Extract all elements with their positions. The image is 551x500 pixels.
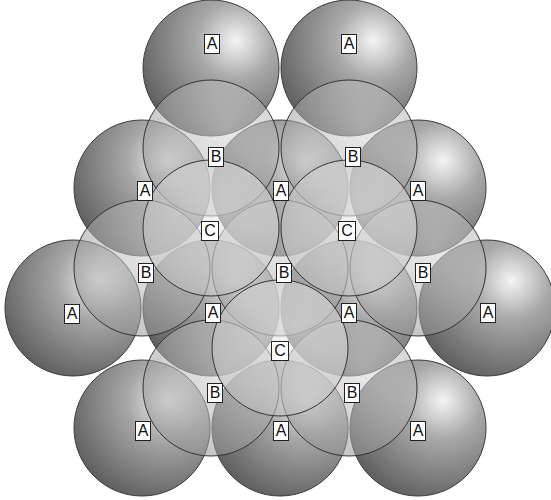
layer-label: A bbox=[273, 421, 290, 441]
layer-label: A bbox=[410, 181, 427, 201]
layer-a bbox=[5, 0, 551, 496]
layer-label: B bbox=[344, 383, 361, 403]
layer-b bbox=[74, 80, 486, 456]
layer-label: B bbox=[276, 263, 293, 283]
layer-label: B bbox=[345, 147, 362, 167]
layer-label: B bbox=[208, 147, 225, 167]
layer-label: A bbox=[64, 304, 81, 324]
layer-label: C bbox=[201, 221, 219, 241]
layer-label: A bbox=[480, 303, 497, 323]
layer-c bbox=[143, 160, 417, 416]
layer-label: A bbox=[135, 421, 152, 441]
layer-label: A bbox=[204, 34, 221, 54]
layer-label: A bbox=[137, 181, 154, 201]
layer-label: A bbox=[410, 421, 427, 441]
layer-label: B bbox=[207, 383, 224, 403]
layer-label: C bbox=[271, 341, 289, 361]
layer-label: A bbox=[341, 34, 358, 54]
layer-label: A bbox=[205, 303, 222, 323]
layer-label: B bbox=[138, 263, 155, 283]
layer-label: A bbox=[341, 303, 358, 323]
layer-label: B bbox=[415, 263, 432, 283]
layer-label: C bbox=[338, 221, 356, 241]
layer-label: A bbox=[273, 181, 290, 201]
